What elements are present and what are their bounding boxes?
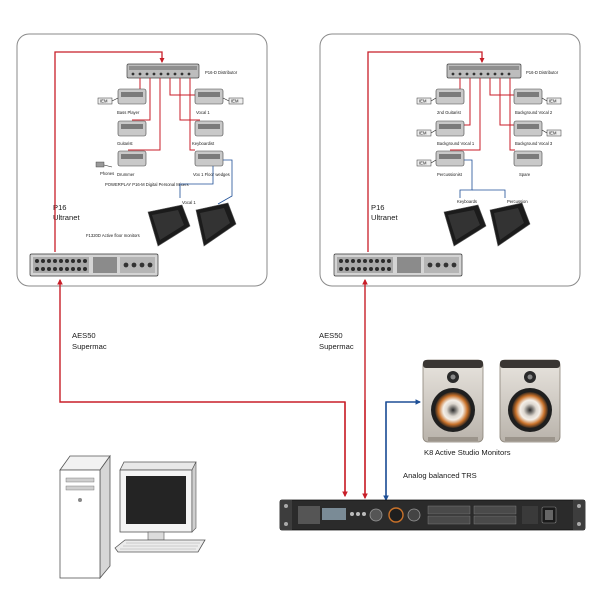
distributor-label-right: P16-D Distributor (526, 70, 559, 75)
studio-monitor-left (422, 359, 484, 443)
iem-tag-bgv2: IEM (546, 97, 562, 105)
ultranet-label-right: Ultranet (371, 213, 398, 222)
mixer-label-spare: Spare (519, 172, 531, 177)
personal-mixer-bass (117, 88, 147, 105)
wedge-cables-left (179, 159, 233, 205)
p16-label-left: P16 (53, 203, 67, 212)
monitors-label: K8 Active Studio Monitors (424, 448, 511, 457)
wedge-label-vocal1: Vocal 1 (182, 200, 196, 205)
svg-text:IEM: IEM (419, 161, 427, 166)
floor-wedge-keyboards (443, 204, 487, 247)
personal-mixer-keys (194, 120, 224, 137)
aes50-cable-left (57, 278, 348, 498)
mixer-label-bgv2: Background Vocal 2 (515, 110, 553, 115)
mixer-label-bgv1: Background Vocal 1 (437, 141, 475, 146)
ultranet-label-left: Ultranet (53, 213, 80, 222)
computer-keyboard (114, 539, 206, 553)
ultranet-cable-left (54, 51, 165, 252)
floor-wedge-percussion (489, 202, 531, 247)
personal-mixer-bgv3 (513, 120, 543, 137)
iem-tag-bgv3: IEM (546, 129, 562, 137)
right-rack-panel: P16-D Distributor (319, 33, 581, 287)
wedge-caption: F1320D Active floor monitors (86, 233, 140, 238)
ultranet-cable-right (367, 51, 485, 252)
mixer-label-vocal1: Vocal 1 (196, 110, 210, 115)
svg-text:IEM: IEM (419, 99, 427, 104)
wedge-label-percussion: Percussion (507, 199, 528, 204)
trs-label: Analog balanced TRS (403, 471, 477, 480)
rack-interface (279, 499, 586, 531)
personal-mixer-bgv1 (435, 120, 465, 137)
floor-wedge-1-left (147, 204, 191, 247)
mixer-label-2nd-guitar: 2nd Guitarist (437, 110, 462, 115)
left-rack-panel: P16-D Distributor (16, 33, 268, 287)
wedge-cables-right (459, 159, 506, 198)
personal-mixer-vocal1 (194, 88, 224, 105)
p16-label-right: P16 (371, 203, 385, 212)
floor-wedge-2-left (195, 202, 237, 247)
wedge-label-keyboards: Keyboards (457, 199, 477, 204)
p16d-distributor-right (446, 63, 522, 79)
iem-tag-bgv1: IEM (416, 129, 432, 137)
mixer-caption: POWERPLAY P16-M Digital Personal Mixers (105, 182, 189, 187)
mixer-label-drums: Drummer (117, 172, 135, 177)
aes50-label-right: AES50 (319, 331, 343, 340)
studio-monitor-right (499, 359, 561, 443)
personal-mixer-vox-wedges (194, 150, 224, 167)
mixer-label-bgv3: Background Vocal 3 (515, 141, 553, 146)
svg-text:IEM: IEM (100, 99, 108, 104)
stage-box-right (333, 253, 463, 277)
mixer-label-bass: Bass Player (117, 110, 140, 115)
personal-mixer-drums (117, 150, 147, 167)
mixer-label-keys: Keyboardist (192, 141, 215, 146)
iem-tag-bass: IEM (97, 97, 113, 105)
computer-monitor (119, 461, 197, 541)
personal-mixer-spare (513, 150, 543, 167)
supermac-label-right: Supermac (319, 342, 354, 351)
personal-mixer-percussionist (435, 150, 465, 167)
phones-label: Phones (100, 171, 114, 176)
distributor-label-left: P16-D Distributor (205, 70, 238, 75)
analog-trs-cable (385, 399, 422, 498)
iem-tag-vocal1: IEM (228, 97, 244, 105)
computer-tower (59, 454, 111, 580)
stage-box-left (29, 253, 159, 277)
mixer-label-guitar: Guitarist (117, 141, 133, 146)
aes50-label-left: AES50 (72, 331, 96, 340)
svg-text:IEM: IEM (549, 131, 557, 136)
ultranet-links-left (128, 78, 200, 151)
supermac-label-left: Supermac (72, 342, 107, 351)
iem-tag-percussionist: IEM (416, 159, 432, 167)
svg-text:IEM: IEM (419, 131, 427, 136)
p16d-distributor-left (126, 63, 200, 79)
svg-text:IEM: IEM (231, 99, 239, 104)
svg-text:IEM: IEM (549, 99, 557, 104)
mixer-label-percussionist: Percussionist (437, 172, 463, 177)
mixer-label-vox-wedges: Vox 1 Floor wedges (193, 172, 230, 177)
personal-mixer-bgv2 (513, 88, 543, 105)
personal-mixer-guitar (117, 120, 147, 137)
iem-tag-2nd-guitar: IEM (416, 97, 432, 105)
phones-icon (95, 161, 113, 168)
personal-mixer-2nd-guitar (435, 88, 465, 105)
